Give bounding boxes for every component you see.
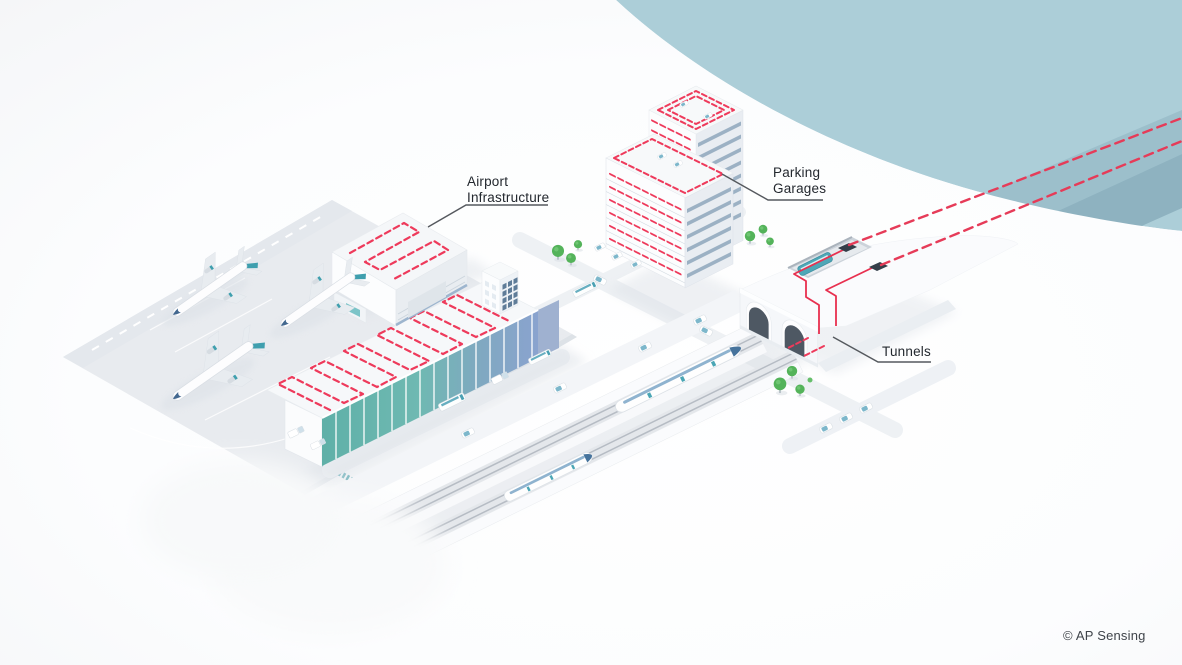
airport-infrastructure-leader-line [427, 204, 548, 228]
railway-corridor [140, 290, 804, 635]
terminal-building [266, 281, 559, 468]
tunnel-portal [739, 235, 1019, 372]
parking-garages-label: Parking Garages [773, 165, 827, 196]
fiber-cable-route [847, 116, 1182, 267]
trees [773, 365, 813, 398]
tunnels-label: Tunnels [882, 344, 931, 359]
office-building [481, 261, 519, 315]
hangar-building [331, 212, 468, 327]
parking-garages-leader-line [721, 173, 823, 201]
fiber-route-garage-floors [609, 172, 682, 276]
fiber-route-portal [825, 265, 877, 326]
highway [284, 290, 745, 531]
terminal-facade [322, 310, 538, 466]
parking-garage-building [605, 85, 744, 289]
fiber-route-garage-deck [613, 138, 724, 194]
copyright-notice: © AP Sensing [1063, 628, 1146, 643]
fiber-route-portal [793, 248, 846, 334]
tunnels-leader-line [832, 336, 931, 363]
sensing-unit-icon [838, 243, 857, 252]
airport-infrastructure-label: Airport Infrastructure [467, 174, 550, 205]
fiber-route-terminal-roof [276, 293, 511, 412]
portal-face [739, 287, 819, 368]
fiber-route-hangar-roof [348, 221, 450, 281]
